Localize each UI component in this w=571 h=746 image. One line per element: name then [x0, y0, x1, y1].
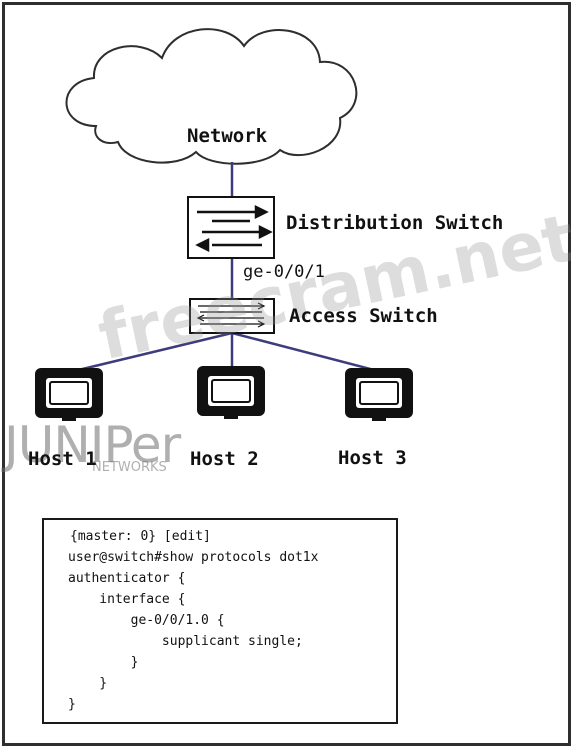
access-switch-label: Access Switch: [289, 305, 438, 327]
code-line: }: [68, 676, 108, 691]
link-access-host3: [231, 331, 383, 374]
port-label: ge-0/0/1: [243, 262, 325, 282]
link-access-host1: [69, 331, 233, 374]
config-code-box: {master: 0} [edit] user@switch#show prot…: [42, 518, 398, 724]
code-line: interface {: [68, 592, 186, 607]
code-line: supplicant single;: [68, 634, 303, 649]
network-label: Network: [187, 125, 268, 147]
monitor-icon: [197, 366, 265, 419]
host-2-label: Host 2: [190, 448, 259, 470]
switch-icon: [187, 196, 275, 259]
host-3-label: Host 3: [338, 447, 407, 469]
network-links: [69, 162, 383, 374]
host-1-label: Host 1: [28, 448, 97, 470]
juniper-logo: JUNIPer: [4, 416, 181, 474]
cloud-icon: [65, 28, 358, 165]
distribution-switch-label: Distribution Switch: [286, 212, 504, 234]
code-line: }: [68, 697, 76, 712]
switch-icon: [189, 298, 275, 334]
code-line: user@switch#show protocols dot1x: [68, 550, 319, 565]
monitor-icon: [345, 368, 413, 421]
code-line: }: [68, 655, 139, 670]
juniper-logo-sub: NETWORKS: [92, 460, 167, 475]
code-line: authenticator {: [68, 571, 186, 586]
monitor-icon: [35, 368, 103, 421]
code-line: ge-0/0/1.0 {: [68, 613, 225, 628]
code-line: {master: 0} [edit]: [70, 529, 211, 544]
